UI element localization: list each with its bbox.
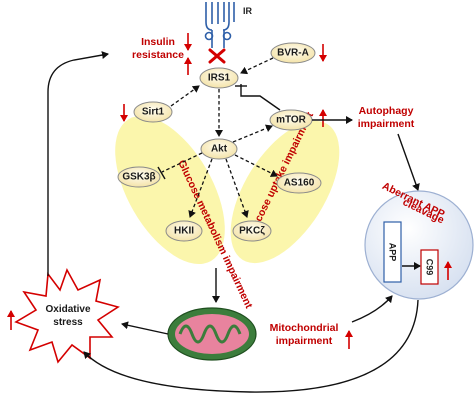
mitochondrial-line1: Mitochondrial [270, 322, 339, 334]
mitochondrial-line2: impairment [276, 335, 333, 347]
insulin-resistance-line1: Insulin [141, 36, 175, 48]
akt-to-mtor-arrow [232, 124, 273, 143]
as160-label: AS160 [284, 178, 315, 189]
autophagy-line2: impairment [358, 118, 415, 130]
irs1-node: IRS1 [199, 67, 239, 89]
sirt1-to-irs1-arrow [170, 85, 200, 107]
akt-to-hkii-arrow [188, 158, 213, 218]
bvra-node: BVR-A [270, 42, 316, 64]
mitochondrion-to-oxidative-arrow [121, 321, 169, 335]
bvra-label: BVR-A [277, 48, 309, 59]
akt-label: Akt [211, 144, 228, 155]
insulin-resistance-line2: resistance [132, 49, 184, 61]
akt-to-pkcz-arrow [225, 158, 249, 218]
mitochondrion-icon [167, 307, 257, 361]
mtor-node: mTOR [269, 109, 313, 131]
as160-node: AS160 [276, 172, 322, 194]
oxidative-line1: Oxidative [45, 304, 90, 315]
hkii-node: HKII [165, 220, 203, 242]
app-box: APP [383, 221, 402, 283]
autophagy-line1: Autophagy [359, 105, 414, 117]
sirt1-label: Sirt1 [142, 107, 165, 118]
autophagy-to-app-arrow [397, 133, 420, 191]
app-label: APP [388, 243, 398, 262]
block-x-icon [208, 48, 226, 64]
gsk3b-label: GSK3β [122, 172, 155, 183]
c99-label: C99 [425, 259, 435, 276]
gsk3b-inhibit-bar [157, 166, 166, 180]
akt-node: Akt [200, 138, 238, 160]
oxidative-stress-burst [14, 268, 120, 364]
receptor-label: IR [243, 6, 253, 16]
c99-box: C99 [420, 249, 439, 285]
app-to-oxidative-arrow [83, 299, 419, 393]
oxidative-line2: stress [53, 317, 83, 328]
akt-to-as160-arrow [234, 154, 278, 177]
pkcz-label: PKCζ [239, 226, 265, 237]
sirt1-node: Sirt1 [133, 101, 173, 123]
mitochondrion-to-app-arrow [351, 295, 393, 323]
akt-to-gsk3b-inhibit [161, 152, 203, 173]
mtor-label: mTOR [276, 115, 307, 126]
hkii-label: HKII [174, 226, 194, 237]
gsk3b-node: GSK3β [117, 166, 161, 188]
oxidative-to-insulin-arrow [47, 51, 109, 276]
irs1-label: IRS1 [208, 73, 231, 84]
pkcz-node: PKCζ [232, 220, 272, 242]
bvra-to-irs1-arrow [240, 57, 274, 75]
insulin-receptor-icon [204, 2, 235, 48]
mtor-to-irs1-inhibit [240, 84, 281, 111]
